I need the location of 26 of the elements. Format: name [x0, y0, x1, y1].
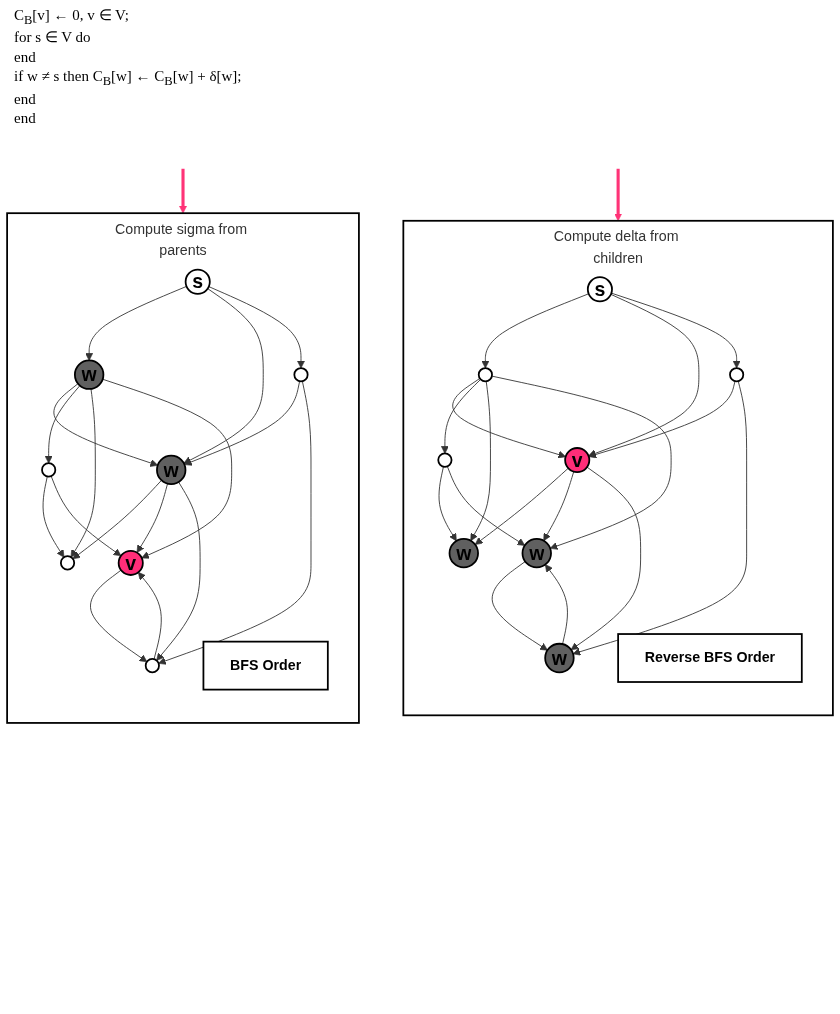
algorithm-line: C$_{B}$[v] ← 0, v ∈ V;	[14, 6, 129, 29]
node-circle: w	[544, 642, 575, 673]
node-box: BFS Order	[202, 640, 329, 690]
node-circle	[729, 366, 745, 382]
algorithm-line: end	[14, 89, 36, 109]
node-circle: v	[564, 446, 591, 473]
node-circle: w	[74, 359, 105, 390]
node-circle	[41, 461, 57, 477]
node-circle: s	[184, 268, 211, 295]
node-circle: s	[586, 275, 613, 302]
algorithm-line: for s ∈ V do	[14, 28, 91, 48]
algorithm-line: end	[14, 109, 36, 128]
node-circle: w	[448, 537, 479, 568]
algorithm-line: end	[14, 47, 36, 67]
node-box: Reverse BFS Order	[617, 632, 803, 683]
algorithm-line: if w ≠ s then C$_{B}$[w] ← C$_{B}$[w] + δ[w];	[14, 67, 242, 90]
node-circle	[293, 366, 309, 382]
arrow	[614, 168, 623, 221]
node-circle: v	[117, 549, 144, 576]
node-circle: w	[521, 537, 552, 568]
node-circle	[144, 657, 160, 673]
arrow	[179, 168, 187, 214]
node-circle: w	[156, 454, 187, 485]
node-circle	[477, 366, 493, 382]
node-circle	[60, 554, 76, 570]
node-circle	[437, 452, 453, 468]
